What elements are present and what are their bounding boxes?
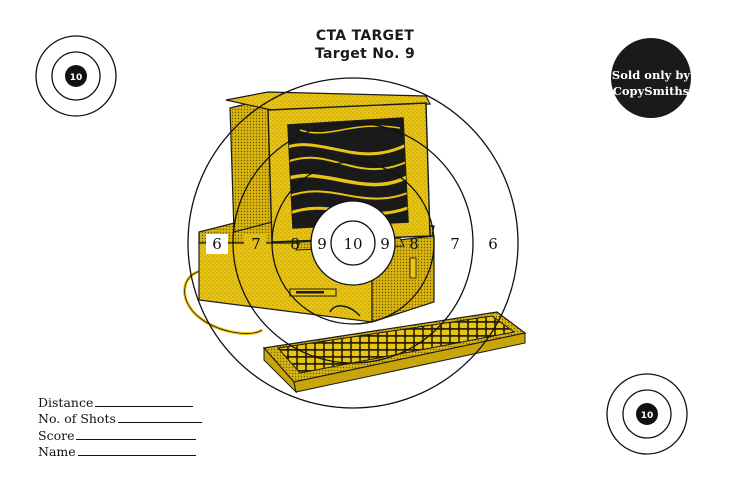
ring-7	[232, 122, 474, 364]
ring-label-center-10: 10	[343, 235, 362, 253]
corner-target-bottom-right-label: 10	[641, 411, 654, 421]
seller-badge-line1: Sold only by	[611, 68, 691, 82]
ring-label-left-7: 7	[251, 235, 261, 253]
form-line-distance	[95, 405, 194, 407]
ring-label-right-6: 6	[488, 235, 498, 253]
crt-monitor	[225, 91, 431, 251]
keyboard	[262, 305, 527, 394]
form-line-name	[77, 454, 196, 456]
ring-label-right-9: 9	[380, 235, 390, 253]
corner-target-bottom-right: 10	[606, 373, 688, 455]
form-label-name: Name	[38, 444, 76, 459]
ring-label-left-8: 8	[290, 235, 300, 253]
form-line-shots	[117, 421, 202, 423]
corner-target-top-left: 10	[35, 35, 117, 117]
ring-label-right-8: 8	[409, 235, 419, 253]
target-number: Target No. 9	[314, 46, 416, 62]
ring-labels: 6 7 8 9 10 9 8 7 6	[206, 234, 498, 254]
form-label-distance: Distance	[38, 394, 94, 410]
main-target	[187, 77, 519, 409]
score-form: Distance No. of Shots Score Name	[38, 393, 202, 459]
corner-target-top-left-label: 10	[70, 73, 83, 83]
form-label-score: Score	[38, 427, 75, 443]
form-row-name: Name	[38, 443, 202, 459]
form-line-score	[76, 438, 197, 440]
page-title: CTA TARGET	[315, 28, 415, 44]
ring-label-left-9: 9	[317, 235, 327, 253]
ring-10	[330, 220, 376, 266]
form-row-distance: Distance	[38, 393, 202, 410]
form-row-score: Score	[38, 426, 202, 443]
ring-label-left-6: 6	[212, 235, 222, 253]
form-label-shots: No. of Shots	[38, 411, 116, 426]
ring-label-right-7: 7	[450, 235, 460, 253]
seller-badge-line2: CopySmiths	[612, 84, 690, 98]
seller-badge-circle	[611, 38, 691, 118]
form-row-shots: No. of Shots	[38, 410, 202, 426]
ring-8	[271, 161, 435, 325]
ring-6	[187, 77, 519, 409]
